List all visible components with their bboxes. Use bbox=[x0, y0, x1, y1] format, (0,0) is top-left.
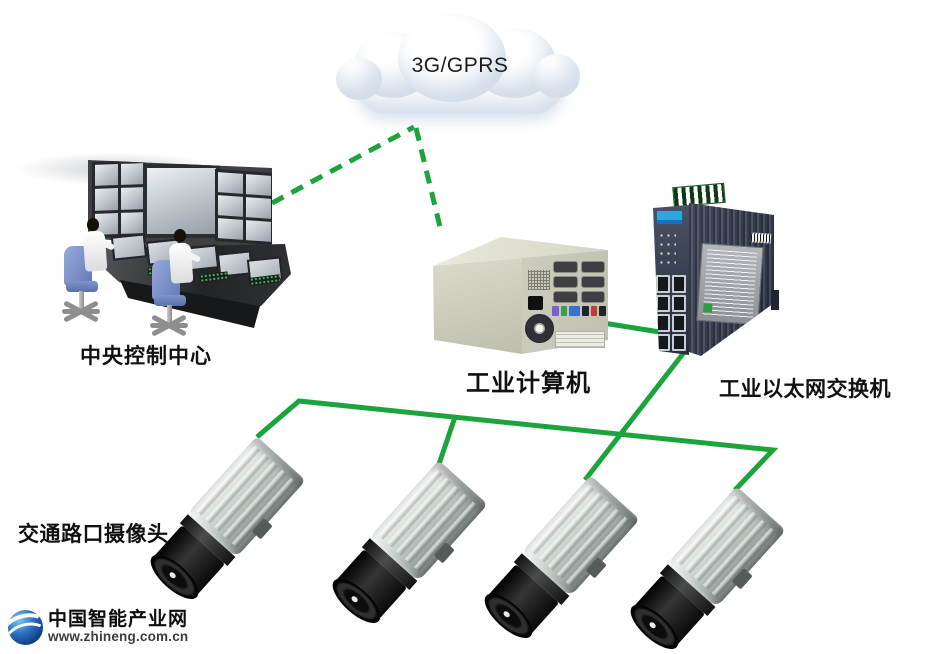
audio-port bbox=[590, 306, 598, 316]
usb-port bbox=[582, 306, 589, 316]
wall-screen bbox=[120, 211, 143, 234]
wall-screen bbox=[246, 197, 271, 219]
traffic-camera-1 bbox=[143, 436, 306, 608]
control-center-label: 中央控制中心 bbox=[80, 344, 212, 368]
brand-name: 中国智能产业网 bbox=[48, 609, 189, 630]
cloud-puff bbox=[534, 54, 580, 98]
serial-port-block bbox=[553, 261, 605, 303]
usb-port bbox=[599, 306, 606, 316]
cloud-puff bbox=[336, 58, 382, 100]
camera-bracket bbox=[731, 568, 753, 590]
db9-port bbox=[553, 261, 578, 273]
ethernet-switch-label: 工业以太网交换机 bbox=[719, 377, 891, 401]
wall-screen bbox=[95, 164, 118, 187]
db9-port bbox=[580, 291, 605, 303]
wall-screen bbox=[218, 172, 243, 194]
office-chair-seat bbox=[154, 295, 186, 306]
db9-port bbox=[553, 291, 578, 303]
ps2-port bbox=[552, 306, 559, 316]
switch-side-face bbox=[689, 203, 774, 356]
ethernet-switch-illustration bbox=[645, 178, 781, 358]
industrial-computer-label: 工业计算机 bbox=[466, 371, 591, 397]
operator-figure bbox=[82, 230, 108, 272]
monitor-grid-left bbox=[92, 160, 146, 238]
status-leds bbox=[658, 231, 676, 269]
operator-head bbox=[174, 229, 186, 242]
barcode bbox=[750, 232, 772, 244]
site-watermark: 中国智能产业网 www.zhineng.com.cn bbox=[8, 610, 188, 645]
link-switch-camera3 bbox=[583, 344, 691, 482]
vga-port bbox=[569, 306, 581, 316]
wall-screen bbox=[246, 220, 271, 242]
expansion-plate bbox=[555, 331, 605, 348]
ps2-port bbox=[560, 306, 568, 316]
cloud-3g-gprs: 3G/GPRS bbox=[336, 14, 580, 124]
traffic-camera-4 bbox=[623, 486, 786, 654]
spec-label bbox=[696, 242, 764, 326]
rj45-port bbox=[656, 275, 670, 293]
traffic-camera-2 bbox=[325, 460, 488, 632]
console-monitor bbox=[110, 233, 148, 261]
globe-logo-icon bbox=[8, 610, 43, 645]
rj45-port bbox=[656, 314, 670, 332]
terminal-block bbox=[672, 182, 726, 208]
computer-side-panel bbox=[433, 258, 522, 354]
wall-screen bbox=[120, 163, 143, 186]
vent-grille bbox=[528, 270, 550, 290]
office-chair-pole bbox=[79, 291, 84, 309]
camera-assembly bbox=[324, 460, 488, 632]
camera-bracket bbox=[251, 518, 273, 540]
wall-screen bbox=[120, 187, 143, 210]
office-chair-base bbox=[62, 309, 100, 314]
link-cloud-computer bbox=[413, 127, 444, 232]
cloud-label: 3G/GPRS bbox=[411, 54, 509, 77]
wall-screen bbox=[218, 195, 243, 217]
rj45-port bbox=[672, 314, 686, 332]
camera-bracket bbox=[433, 542, 455, 564]
wall-screen bbox=[218, 218, 243, 240]
din-rail-clip bbox=[771, 290, 779, 310]
control-center-illustration bbox=[60, 148, 295, 348]
office-chair-base bbox=[150, 323, 188, 328]
traffic-camera-3 bbox=[477, 475, 640, 647]
wall-screen bbox=[95, 188, 118, 211]
main-wall-screen-glass bbox=[147, 168, 216, 234]
cooling-fan bbox=[525, 314, 554, 343]
office-chair-pole bbox=[167, 305, 172, 323]
wall-screen bbox=[246, 174, 271, 196]
camera-assembly bbox=[476, 475, 640, 647]
switch-front-face bbox=[653, 205, 689, 355]
rj45-port bbox=[672, 294, 686, 312]
brand-url: www.zhineng.com.cn bbox=[48, 628, 189, 644]
monitor-grid-right bbox=[215, 168, 272, 246]
io-port-strip bbox=[552, 306, 606, 328]
office-chair-seat bbox=[66, 281, 98, 292]
cloud-puff bbox=[398, 14, 506, 102]
brand-label bbox=[657, 211, 682, 224]
operator-head bbox=[87, 218, 99, 231]
camera-bracket bbox=[585, 557, 607, 579]
rj45-port bbox=[672, 275, 686, 293]
rj45-port bbox=[672, 333, 686, 351]
cameras-label: 交通路口摄像头 bbox=[18, 522, 169, 546]
operator-figure bbox=[168, 242, 194, 284]
db9-port bbox=[580, 261, 605, 273]
db9-port bbox=[553, 276, 578, 288]
power-inlet bbox=[528, 296, 543, 310]
industrial-computer-illustration bbox=[425, 232, 615, 360]
db9-port bbox=[580, 276, 605, 288]
main-wall-screen bbox=[143, 164, 220, 238]
rj45-port bbox=[656, 294, 670, 312]
rj45-port bbox=[656, 333, 670, 351]
rj45-port-block bbox=[656, 275, 686, 351]
camera-assembly bbox=[622, 486, 786, 654]
